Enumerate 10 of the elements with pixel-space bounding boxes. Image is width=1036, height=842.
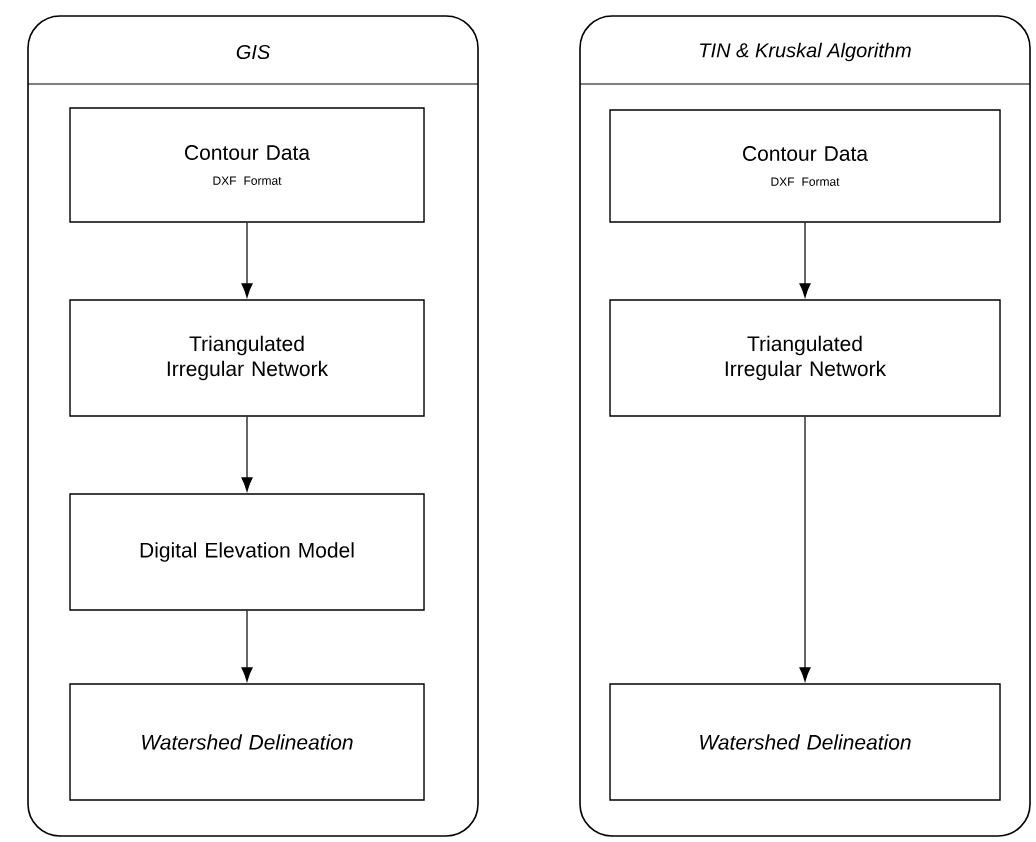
process-box: Watershed Delineation	[609, 683, 1001, 801]
arrow	[799, 416, 811, 682]
arrow	[241, 222, 253, 298]
process-box: Digital Elevation Model	[69, 493, 425, 611]
process-box: Triangulated Irregular Network	[609, 299, 1001, 417]
arrow	[799, 222, 811, 298]
arrow	[241, 416, 253, 492]
process-box: Watershed Delineation	[69, 683, 425, 801]
process-box: Triangulated Irregular Network	[69, 299, 425, 417]
arrow	[241, 610, 253, 682]
